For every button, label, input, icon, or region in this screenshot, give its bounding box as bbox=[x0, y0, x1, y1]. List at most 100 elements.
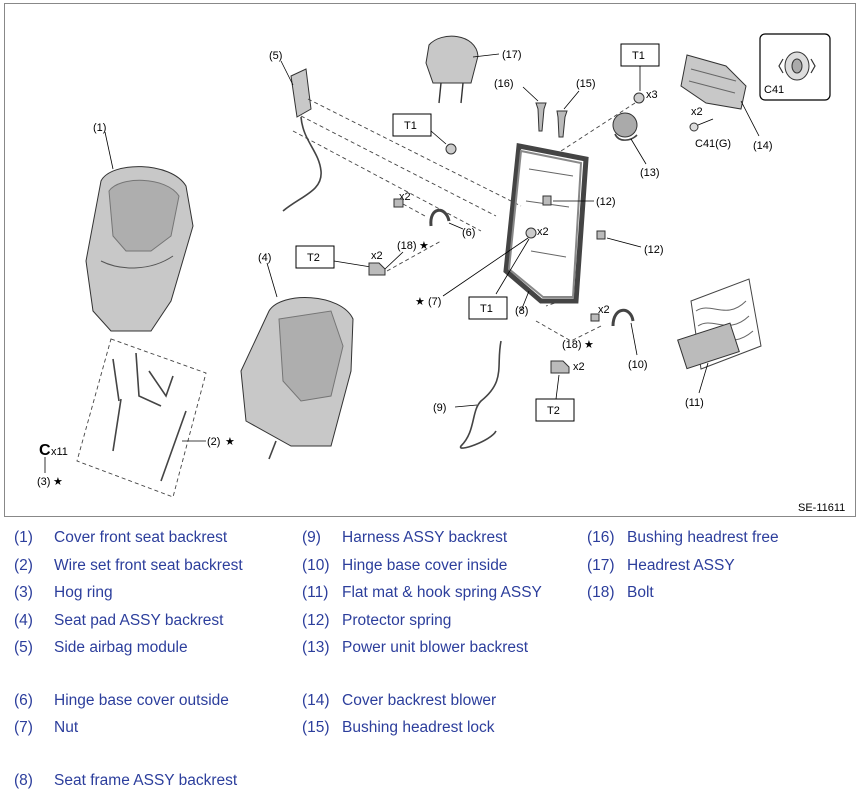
star-2: ★ bbox=[225, 436, 235, 448]
star-18b: ★ bbox=[584, 339, 594, 351]
legend-item: (4) Seat pad ASSY backrest bbox=[14, 612, 223, 630]
legend-part-name: Power unit blower backrest bbox=[342, 639, 529, 656]
callout-18b: (18) bbox=[562, 339, 582, 351]
legend-part-name: Hinge base cover outside bbox=[54, 692, 229, 709]
legend-part-name: Bushing headrest free bbox=[627, 529, 779, 546]
legend-item: (1)Cover front seat backrest bbox=[14, 529, 227, 547]
qty-bolt-bottom: x2 bbox=[573, 361, 585, 373]
legend-part-name: Wire set front seat backrest bbox=[54, 557, 243, 574]
legend-number: (9) bbox=[302, 529, 321, 546]
nut-top-right-icon bbox=[633, 92, 645, 104]
cover-front-seat-backrest-part bbox=[85, 166, 194, 332]
star-18a: ★ bbox=[419, 240, 429, 252]
legend-part-name: Harness ASSY backrest bbox=[342, 529, 508, 546]
torque-t2-bottom: T2 bbox=[547, 405, 560, 417]
qty-nut-center: x2 bbox=[537, 226, 549, 238]
legend-number: (8) bbox=[14, 772, 33, 789]
legend-part-name: Nut bbox=[54, 719, 79, 736]
legend-part-name: Seat pad ASSY backrest bbox=[54, 612, 224, 629]
wire-set-part bbox=[76, 338, 207, 498]
callout-13: (13) bbox=[640, 167, 660, 179]
legend-item: (18)Bolt bbox=[587, 584, 654, 602]
callout-11: (11) bbox=[685, 397, 704, 409]
torque-t1-upper-left: T1 bbox=[404, 120, 417, 132]
callout-12b: (12) bbox=[644, 244, 664, 256]
legend-item: (14) Cover backrest blower bbox=[302, 692, 496, 710]
bolt-upper-icon bbox=[393, 198, 404, 208]
hog-ring-icon: C bbox=[39, 442, 51, 459]
bolt-right-upper-icon bbox=[590, 313, 600, 322]
legend-item: (5) Side airbag module bbox=[14, 639, 188, 657]
callout-17: (17) bbox=[502, 49, 522, 61]
callout-5: (5) bbox=[269, 50, 282, 62]
exploded-diagram: (1) (2) ★ C x11 (3) ★ (4) (5) (17) (16) bbox=[4, 3, 856, 517]
torque-t1-center: T1 bbox=[480, 303, 493, 315]
clip-inset-label: C41 bbox=[764, 84, 784, 96]
callout-1: (1) bbox=[93, 122, 106, 134]
bolt-bottom-icon bbox=[550, 360, 570, 374]
legend-item: (2) Wire set front seat backrest bbox=[14, 557, 243, 575]
legend-part-name: Bushing headrest lock bbox=[342, 719, 495, 736]
legend-part-name: Seat frame ASSY backrest bbox=[54, 772, 238, 789]
qty-bolt-left: x2 bbox=[371, 250, 383, 262]
torque-t2-left: T2 bbox=[307, 252, 320, 264]
flat-mat-hook-spring-part bbox=[677, 278, 762, 370]
clip-part-label: C41(G) bbox=[695, 138, 731, 150]
legend-part-name: Bolt bbox=[627, 584, 654, 601]
legend-item: (10)Hinge base cover inside bbox=[302, 557, 507, 575]
legend-item: (12)Protector spring bbox=[302, 612, 451, 630]
callout-18a: (18) bbox=[397, 240, 417, 252]
legend-number: (17) bbox=[587, 557, 615, 574]
legend-number: (13) bbox=[302, 639, 330, 656]
clip-small-icon bbox=[689, 122, 699, 132]
callout-15: (15) bbox=[576, 78, 596, 90]
legend-part-name: Headrest ASSY bbox=[627, 557, 735, 574]
legend-number: (5) bbox=[14, 639, 33, 656]
legend-part-name: Cover backrest blower bbox=[342, 692, 497, 709]
bushing-lock-part bbox=[556, 110, 568, 138]
legend-item: (7) Nut bbox=[14, 719, 78, 737]
legend-number: (2) bbox=[14, 557, 33, 574]
qty-bolt-right: x2 bbox=[598, 304, 610, 316]
callout-7: (7) bbox=[428, 296, 441, 308]
qty-bolt-upper: x2 bbox=[399, 191, 411, 203]
legend-item: (13) Power unit blower backrest bbox=[302, 639, 528, 657]
callout-9: (9) bbox=[433, 402, 446, 414]
bushing-free-part bbox=[535, 102, 547, 132]
bolt-left-icon bbox=[368, 262, 386, 276]
legend-number: (12) bbox=[302, 612, 330, 629]
legend-part-name: Side airbag module bbox=[54, 639, 188, 656]
hinge-cover-inside-part bbox=[611, 308, 635, 327]
protector-spring-lower-part bbox=[596, 230, 606, 240]
legend-part-name: Hinge base cover inside bbox=[342, 557, 508, 574]
callout-12a: (12) bbox=[596, 196, 616, 208]
seat-frame-backrest-part bbox=[503, 143, 589, 304]
torque-box-t1-upper-left bbox=[392, 113, 432, 137]
legend-item: (6)Hinge base cover outside bbox=[14, 692, 229, 710]
callout-3: (3) bbox=[37, 476, 50, 488]
callout-4: (4) bbox=[258, 252, 271, 264]
callout-14: (14) bbox=[753, 140, 773, 152]
star-3: ★ bbox=[53, 476, 63, 488]
harness-backrest-part bbox=[460, 340, 502, 449]
legend-item: (3) Hog ring bbox=[14, 584, 113, 602]
torque-box-t2-left bbox=[295, 245, 335, 269]
legend-number: (14) bbox=[302, 692, 330, 709]
seat-pad-backrest-part bbox=[240, 297, 354, 460]
qty-hog-ring: x11 bbox=[51, 446, 68, 458]
callout-8: (8) bbox=[515, 305, 528, 317]
legend-number: (16) bbox=[587, 529, 615, 546]
legend-number: (7) bbox=[14, 719, 33, 736]
torque-t1-top-right: T1 bbox=[632, 50, 645, 62]
protector-spring-upper-part bbox=[542, 195, 552, 206]
callout-16: (16) bbox=[494, 78, 514, 90]
figure-code: SE-11611 bbox=[798, 502, 845, 514]
legend-number: (3) bbox=[14, 584, 33, 601]
power-unit-blower-part bbox=[612, 112, 638, 141]
legend-number: (4) bbox=[14, 612, 33, 629]
legend-part-name: Flat mat & hook spring ASSY bbox=[342, 584, 542, 601]
parts-legend: (1)Cover front seat backrest (2) Wire set … bbox=[0, 520, 862, 799]
headrest-part bbox=[425, 35, 479, 104]
legend-part-name: Hog ring bbox=[54, 584, 113, 601]
legend-item: (17) Headrest ASSY bbox=[587, 557, 735, 575]
